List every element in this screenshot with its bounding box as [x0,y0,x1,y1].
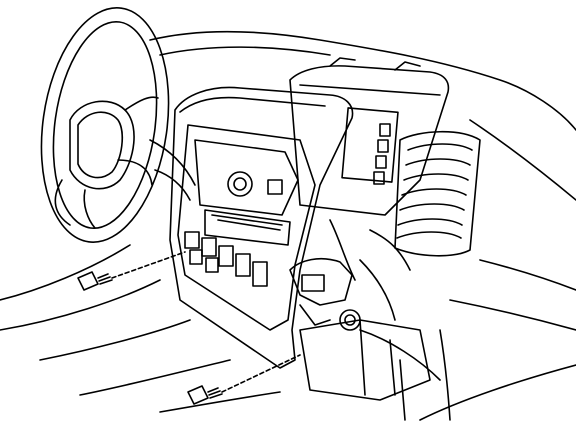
radio-display-unit [290,58,448,215]
screw-lower [188,386,222,404]
callout-line-lower [222,355,300,392]
center-cluster-finish-panel [170,87,353,368]
callout-line-upper [112,252,185,278]
connector-harness [290,220,410,330]
steering-wheel [27,0,195,250]
air-vent [395,132,480,256]
dashboard-outline [0,32,576,420]
lower-console [300,320,430,400]
switch-row [185,232,267,286]
screw-upper [78,272,112,290]
